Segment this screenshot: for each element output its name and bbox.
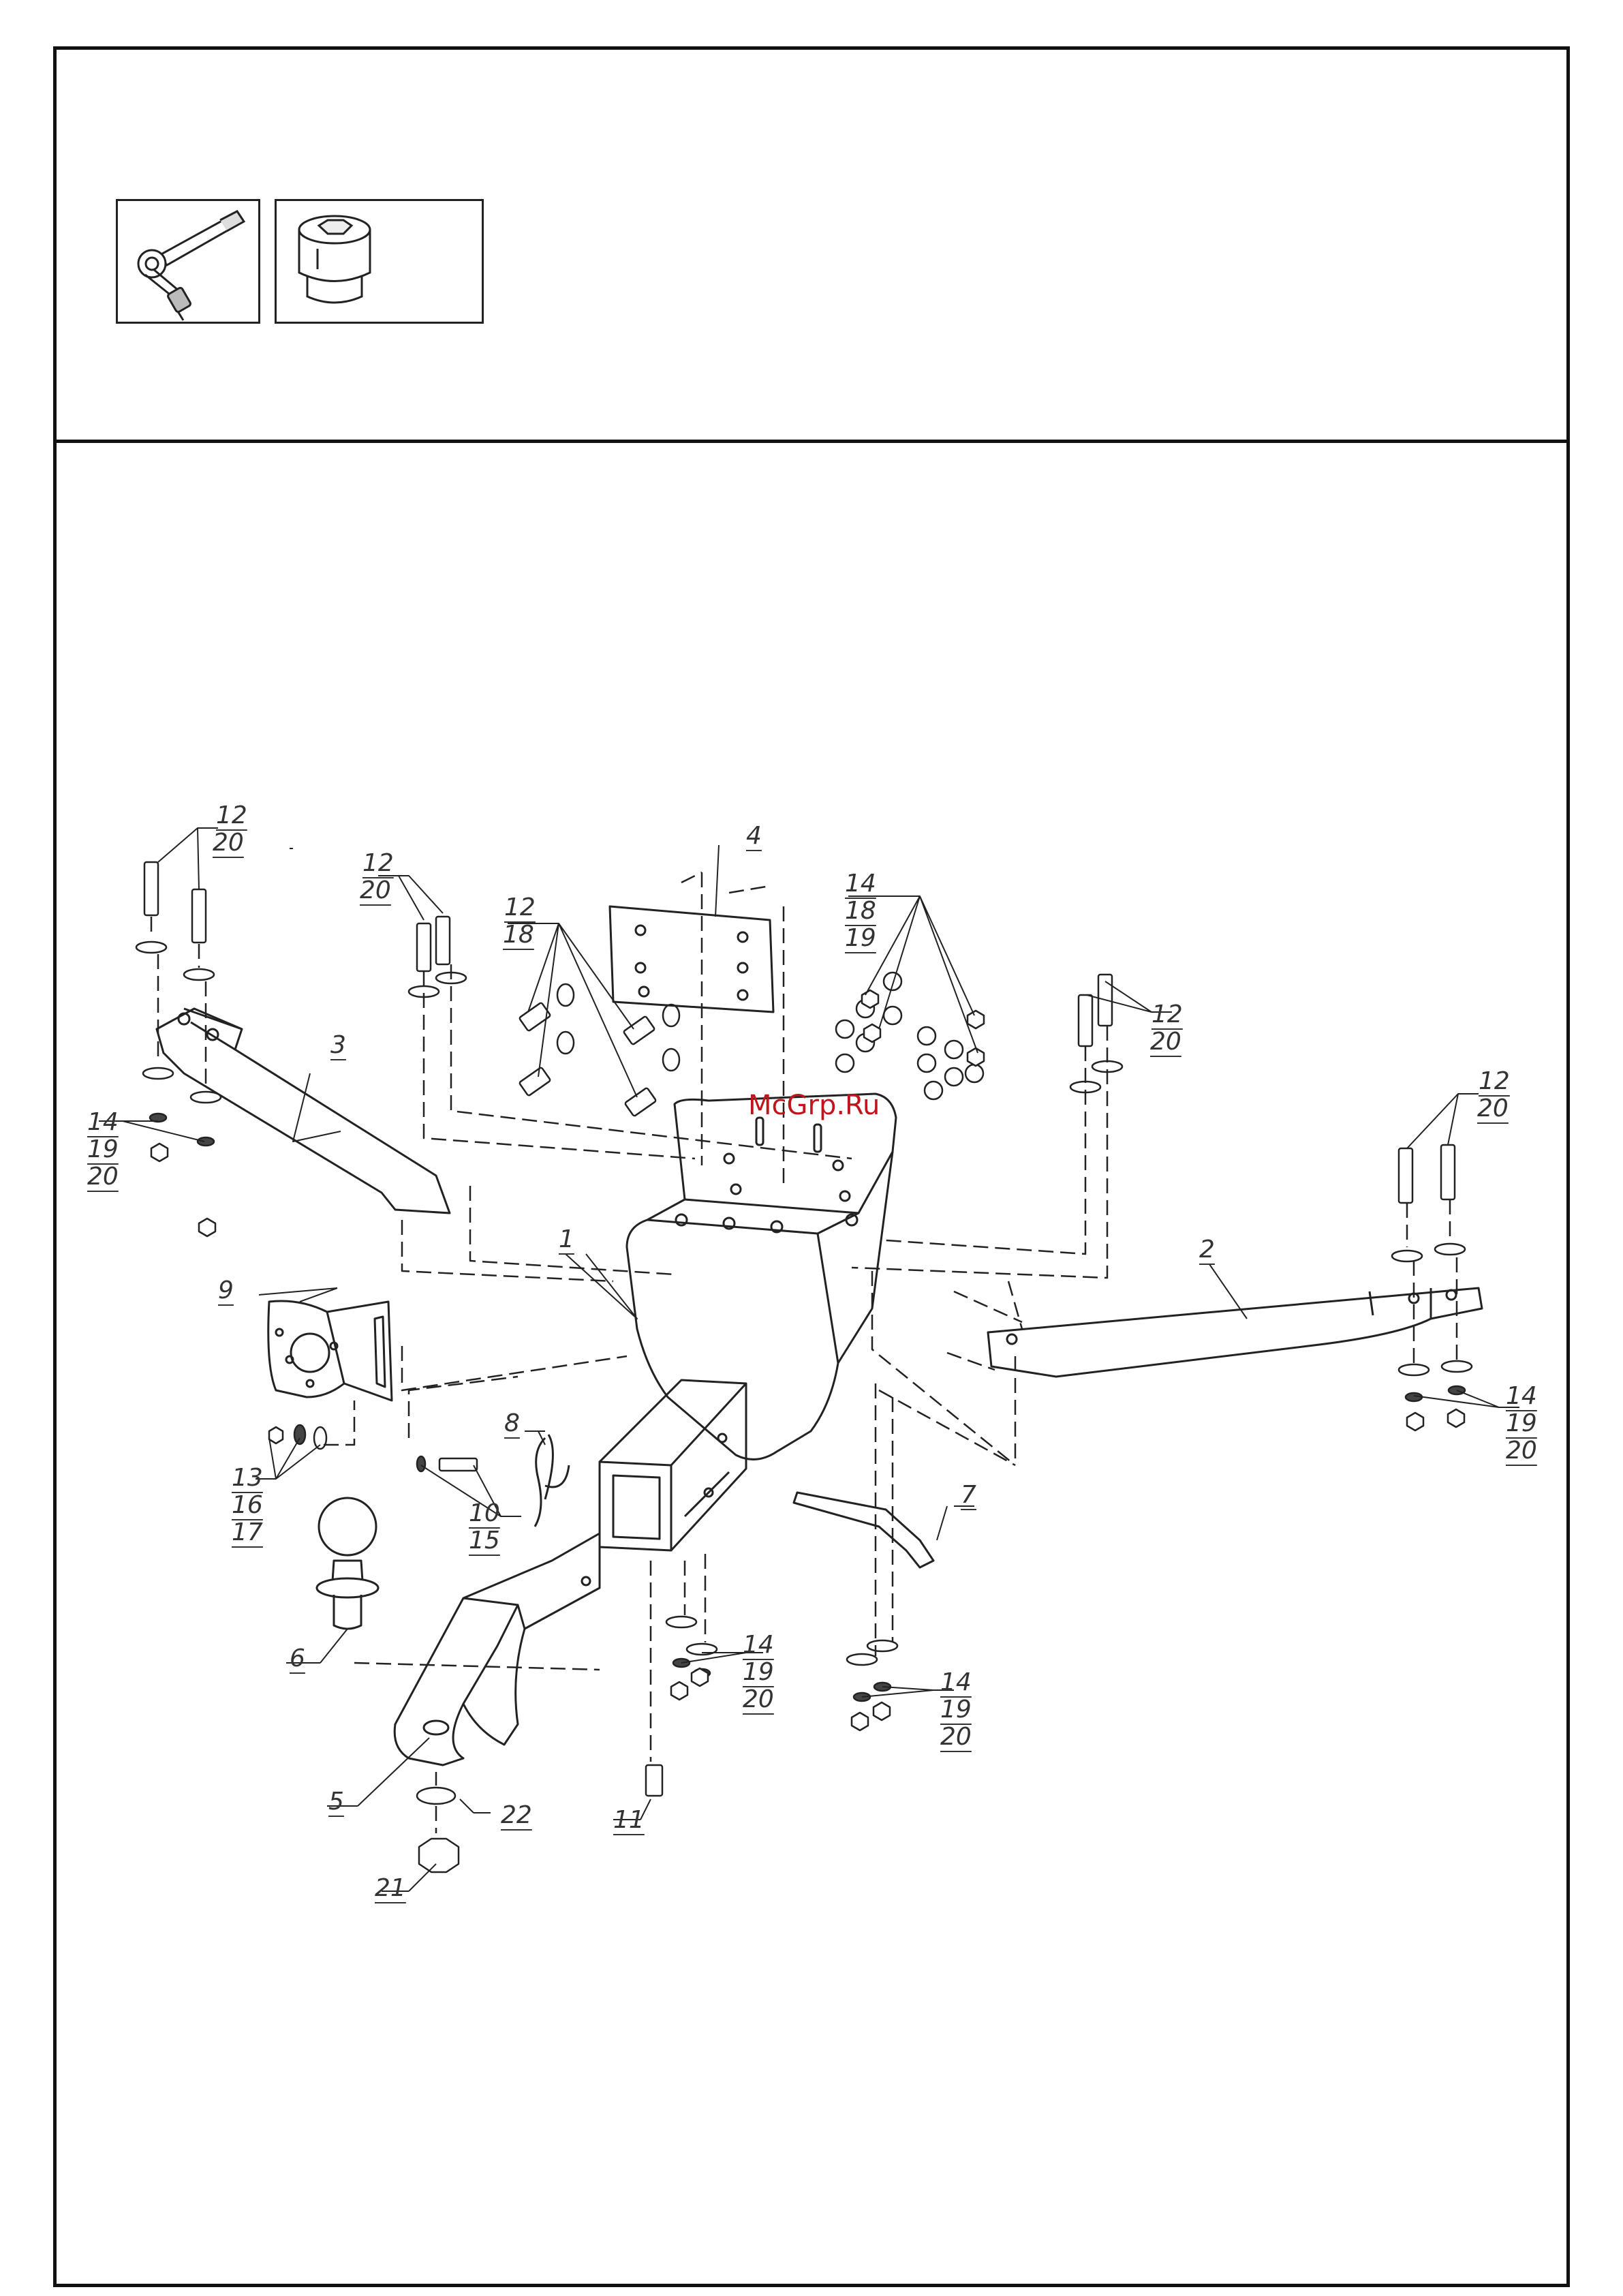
label-14-g: 14 [87, 1108, 119, 1136]
label-5: 5 [328, 1788, 344, 1816]
label-21: 21 [375, 1874, 406, 1902]
label-4: 4 [746, 822, 762, 850]
label-14-h: 14 [1506, 1382, 1537, 1410]
nut-cluster-right [836, 973, 984, 1099]
label-19-d: 19 [845, 924, 876, 952]
label-12-b: 12 [362, 849, 394, 877]
label-14-d: 14 [845, 870, 876, 898]
label-14-j: 14 [940, 1668, 972, 1696]
label-6: 6 [290, 1644, 305, 1672]
label-1: 1 [559, 1225, 574, 1253]
label-20-a: 20 [213, 829, 244, 857]
label-13: 13 [232, 1464, 263, 1492]
label-8: 8 [504, 1409, 520, 1437]
label-14-i: 14 [743, 1631, 774, 1659]
label-20-f: 20 [1477, 1095, 1509, 1122]
label-7: 7 [961, 1481, 976, 1509]
label-19-j: 19 [940, 1696, 972, 1724]
label-16: 16 [232, 1491, 263, 1519]
left-arm-part [157, 1009, 450, 1213]
hitch-pin-part [794, 1493, 933, 1567]
label-19-i: 19 [743, 1658, 774, 1686]
label-12-e: 12 [1151, 1000, 1183, 1028]
spacer-plate-part [610, 906, 773, 1012]
label-12-a: 12 [216, 801, 247, 829]
label-12-f: 12 [1479, 1067, 1510, 1095]
spring-clip-part [535, 1435, 569, 1527]
label-9: 9 [218, 1276, 234, 1304]
watermark-text: McGrp.Ru [748, 1090, 880, 1121]
socket-bracket-part [268, 1301, 392, 1400]
label-2: 2 [1199, 1236, 1215, 1264]
label-10: 10 [469, 1499, 500, 1527]
label-12-c: 12 [504, 893, 536, 921]
label-20-g: 20 [87, 1163, 119, 1191]
label-19-h: 19 [1506, 1409, 1537, 1437]
ball-mount-part [395, 1533, 600, 1765]
label-20-i: 20 [743, 1685, 774, 1713]
label-20-j: 20 [940, 1723, 972, 1751]
label-11: 11 [613, 1806, 645, 1834]
label-19-g: 19 [87, 1135, 119, 1163]
label-18-c: 18 [503, 921, 534, 949]
label-20-h: 20 [1506, 1437, 1537, 1465]
label-15: 15 [469, 1527, 500, 1555]
label-20-b: 20 [360, 876, 391, 904]
label-20-e: 20 [1150, 1028, 1181, 1056]
label-3: 3 [330, 1031, 346, 1059]
label-17: 17 [232, 1518, 263, 1546]
label-18-d: 18 [845, 897, 876, 925]
label-22: 22 [501, 1801, 532, 1829]
tow-ball-part [317, 1498, 378, 1629]
